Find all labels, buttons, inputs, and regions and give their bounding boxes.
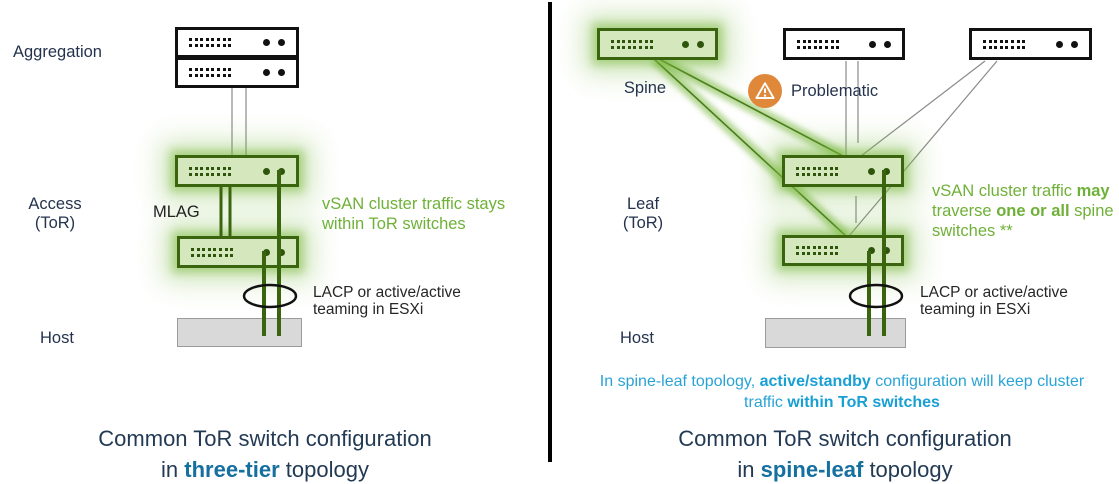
caption-highlight: three-tier	[184, 457, 280, 482]
lacp-bundle-icon-right	[848, 283, 904, 309]
vsan-note-right: vSAN cluster traffic may traverse one or…	[932, 181, 1119, 241]
caption-left-line1: Common ToR switch configuration	[98, 426, 432, 451]
spine-switch-1	[597, 28, 718, 60]
tier-label-spine: Spine	[623, 79, 667, 97]
lacp-note-left: LACP or active/active teaming in ESXi	[313, 284, 461, 318]
tier-label-access-line1: Access	[28, 195, 82, 213]
caption-right: Common ToR switch configuration in spine…	[620, 423, 1070, 484]
spine-switch-2	[783, 28, 905, 60]
note-text: traverse	[932, 202, 997, 220]
switch-ports-icon	[983, 39, 1026, 49]
tier-label-access: Access (ToR)	[19, 195, 91, 233]
tier-label-host-left: Host	[40, 329, 74, 347]
switch-ports-icon	[189, 166, 232, 176]
switch-ports-icon	[796, 166, 839, 176]
switch-ports-icon	[611, 39, 654, 49]
tier-label-leaf-line1: Leaf	[626, 195, 660, 213]
tier-label-aggregation: Aggregation	[13, 43, 102, 61]
note-bold: active/standby	[759, 373, 871, 390]
note-bold: one or all	[996, 202, 1070, 220]
switch-leds-icon	[682, 40, 704, 48]
note-text: vSAN cluster traffic	[932, 182, 1077, 200]
tier-label-leaf-line2: (ToR)	[622, 214, 664, 232]
note-text: In spine-leaf topology,	[599, 373, 760, 390]
note-text: configuration will keep cluster traffic	[744, 373, 1085, 411]
caption-text: topology	[863, 457, 953, 482]
switch-ports-icon	[796, 246, 839, 255]
caption-left: Common ToR switch configuration in three…	[40, 423, 490, 484]
aggregation-switch-2	[175, 57, 299, 88]
tier-label-host-right: Host	[620, 329, 654, 347]
tier-label-access-line2: (ToR)	[34, 214, 76, 232]
switch-leds-icon	[869, 40, 891, 48]
note-text: spine switches **	[932, 202, 1114, 240]
tier-label-leaf: Leaf (ToR)	[607, 195, 679, 233]
switch-leds-icon	[1056, 40, 1078, 48]
warning-triangle-icon	[755, 82, 775, 99]
caption-left-line2: in three-tier topology	[40, 454, 490, 484]
caption-right-line1: Common ToR switch configuration	[678, 426, 1012, 451]
spine-switch-3	[969, 28, 1092, 60]
switch-ports-icon	[797, 39, 840, 49]
switch-leds-icon	[263, 39, 285, 46]
note-bold: may	[1076, 182, 1110, 200]
caption-highlight: spine-leaf	[760, 457, 864, 482]
note-bold: within ToR switches	[787, 393, 940, 411]
switch-ports-icon	[189, 68, 232, 77]
caption-right-line2: in spine-leaf topology	[620, 454, 1070, 484]
vsan-note-left: vSAN cluster traffic stays within ToR sw…	[322, 195, 506, 233]
caption-text: topology	[279, 457, 369, 482]
panel-divider	[548, 2, 552, 462]
caption-text: in	[737, 457, 761, 482]
aggregation-switch-1	[175, 27, 299, 58]
switch-ports-icon	[189, 38, 232, 47]
lacp-note-right: LACP or active/active teaming in ESXi	[920, 284, 1068, 318]
warning-icon	[748, 74, 782, 108]
switch-ports-icon	[191, 247, 234, 257]
lacp-bundle-icon-left	[242, 283, 298, 309]
problematic-label: Problematic	[791, 82, 879, 100]
spine-leaf-note: In spine-leaf topology, active/standby c…	[582, 372, 1102, 413]
mlag-label: MLAG	[153, 203, 200, 221]
switch-leds-icon	[263, 69, 285, 76]
caption-text: in	[161, 457, 185, 482]
